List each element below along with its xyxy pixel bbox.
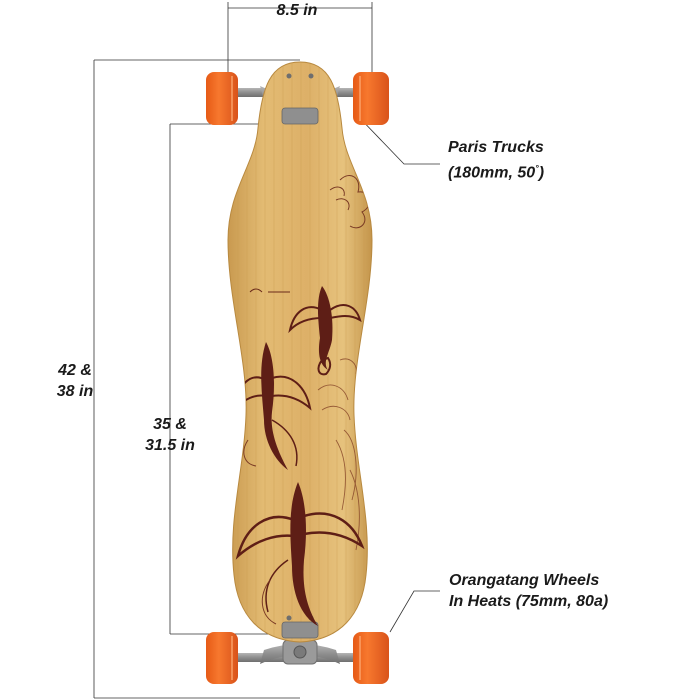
- bottom-right-wheel: [353, 632, 389, 684]
- wheels-leader-line: [389, 590, 440, 633]
- bottom-riser: [281, 621, 319, 639]
- overall-length-line1: 42 &: [58, 362, 92, 379]
- top-left-wheel: [206, 72, 238, 125]
- overall-length-label: 42 & 38 in: [40, 360, 110, 402]
- trucks-callout-line2: (180mm, 50°): [448, 158, 544, 183]
- dimension-lines: [93, 2, 440, 699]
- trucks-spec-suffix: ): [538, 164, 545, 182]
- wheels-callout-line1: Orangatang Wheels: [449, 572, 600, 589]
- wheelbase-line2: 31.5 in: [145, 437, 195, 454]
- overall-length-line2: 38 in: [56, 383, 94, 400]
- trucks-leader-line: [353, 111, 440, 165]
- trucks-callout-line1: Paris Trucks: [448, 139, 544, 156]
- brand-mark: [249, 288, 290, 293]
- wheelbase-line1: 35 &: [153, 416, 187, 433]
- flying-fish-small: [288, 286, 362, 376]
- wheels-callout-line2: In Heats (75mm, 80a): [449, 593, 609, 610]
- wheelbase-label: 35 & 31.5 in: [120, 414, 220, 456]
- trucks-spec-prefix: (180mm, 50: [448, 164, 536, 182]
- deck-shape: [227, 61, 373, 643]
- top-riser: [281, 107, 319, 125]
- longboard-deck: [227, 61, 373, 643]
- width-label: 8.5 in: [276, 2, 318, 19]
- top-right-wheel: [353, 72, 389, 125]
- trucks-callout: Paris Trucks (180mm, 50°): [448, 137, 544, 183]
- bottom-left-wheel: [206, 632, 238, 684]
- degree-symbol: °: [535, 163, 539, 173]
- bottom-kingpin: [293, 645, 307, 659]
- flying-fish-large: [235, 482, 365, 626]
- bottom-truck-assembly: [206, 632, 389, 684]
- wheels-callout: Orangatang Wheels In Heats (75mm, 80a): [449, 570, 608, 612]
